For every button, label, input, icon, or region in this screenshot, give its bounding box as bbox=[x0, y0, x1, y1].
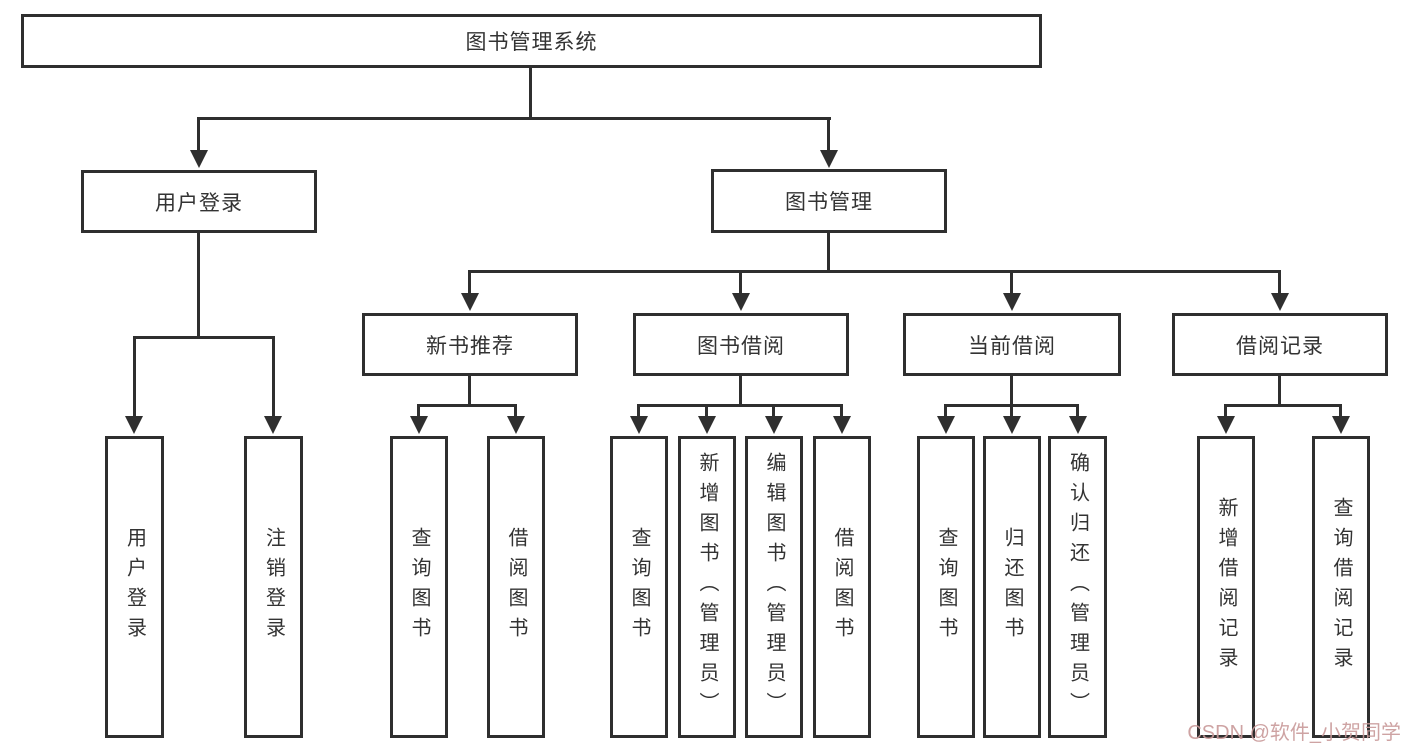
connector-line bbox=[637, 404, 842, 407]
connector-line bbox=[772, 404, 775, 418]
node-user-login: 用户登录 bbox=[81, 170, 317, 233]
connector-line bbox=[417, 404, 517, 407]
arrow-down-icon bbox=[410, 416, 428, 434]
connector-line bbox=[417, 404, 420, 418]
node-current-borrow: 当前借阅 bbox=[903, 313, 1121, 376]
arrow-down-icon bbox=[820, 150, 838, 168]
connector-line bbox=[705, 404, 708, 418]
leaf-records-add-record: 新增借阅记录 bbox=[1197, 436, 1255, 738]
node-book-management-label: 图书管理 bbox=[785, 191, 873, 214]
node-borrow-records-label: 借阅记录 bbox=[1236, 334, 1324, 358]
watermark: CSDN @软件_小贺同学 bbox=[1187, 722, 1401, 744]
arrow-down-icon bbox=[190, 150, 208, 168]
leaf-recommend-query-books-label: 查询图书 bbox=[408, 527, 430, 647]
node-borrow-records: 借阅记录 bbox=[1172, 313, 1388, 376]
arrow-down-icon bbox=[698, 416, 716, 434]
connector-line bbox=[739, 376, 742, 407]
connector-line bbox=[272, 336, 275, 417]
connector-line bbox=[840, 404, 843, 418]
connector-line bbox=[197, 233, 200, 339]
leaf-recommend-borrow-books: 借阅图书 bbox=[487, 436, 545, 738]
leaf-borrow-edit-books-admin: 编辑图书（管理员） bbox=[745, 436, 803, 738]
leaf-current-query-books-label: 查询图书 bbox=[935, 527, 957, 647]
connector-line bbox=[1010, 376, 1013, 407]
connector-line bbox=[1010, 404, 1013, 418]
node-book-borrow-label: 图书借阅 bbox=[697, 334, 785, 358]
arrow-down-icon bbox=[1332, 416, 1350, 434]
connector-line bbox=[1224, 404, 1342, 407]
connector-line bbox=[468, 270, 1281, 273]
connector-line bbox=[1076, 404, 1079, 418]
connector-line bbox=[197, 117, 200, 152]
connector-line bbox=[529, 68, 532, 120]
arrow-down-icon bbox=[507, 416, 525, 434]
node-book-borrow: 图书借阅 bbox=[633, 313, 849, 376]
arrow-down-icon bbox=[732, 293, 750, 311]
arrow-down-icon bbox=[765, 416, 783, 434]
arrow-down-icon bbox=[1069, 416, 1087, 434]
node-root-label: 图书管理系统 bbox=[465, 31, 598, 54]
leaf-logout-label: 注销登录 bbox=[262, 527, 285, 647]
arrow-down-icon bbox=[937, 416, 955, 434]
leaf-recommend-query-books: 查询图书 bbox=[390, 436, 448, 738]
leaf-user-login-label: 用户登录 bbox=[123, 527, 146, 647]
connector-line bbox=[514, 404, 517, 418]
connector-line bbox=[133, 336, 136, 417]
node-new-book-recommend: 新书推荐 bbox=[362, 313, 578, 376]
arrow-down-icon bbox=[1003, 416, 1021, 434]
leaf-records-query-record: 查询借阅记录 bbox=[1312, 436, 1370, 738]
node-book-management: 图书管理 bbox=[711, 169, 947, 233]
node-user-login-label: 用户登录 bbox=[155, 191, 243, 215]
leaf-recommend-borrow-books-label: 借阅图书 bbox=[505, 527, 527, 647]
leaf-borrow-borrow-books: 借阅图书 bbox=[813, 436, 871, 738]
node-new-book-recommend-label: 新书推荐 bbox=[426, 334, 514, 358]
connector-line bbox=[1010, 270, 1013, 296]
node-current-borrow-label: 当前借阅 bbox=[968, 334, 1056, 358]
leaf-user-login: 用户登录 bbox=[105, 436, 164, 738]
arrow-down-icon bbox=[833, 416, 851, 434]
leaf-current-confirm-return-admin-label: 确认归还（管理员） bbox=[1066, 452, 1089, 722]
connector-line bbox=[1278, 376, 1281, 407]
connector-line bbox=[827, 233, 830, 273]
leaf-borrow-edit-books-admin-label: 编辑图书（管理员） bbox=[763, 452, 785, 722]
leaf-records-add-record-label: 新增借阅记录 bbox=[1215, 497, 1237, 677]
connector-line bbox=[739, 270, 742, 296]
leaf-records-query-record-label: 查询借阅记录 bbox=[1330, 497, 1352, 677]
leaf-borrow-query-books: 查询图书 bbox=[610, 436, 668, 738]
arrow-down-icon bbox=[1217, 416, 1235, 434]
leaf-borrow-query-books-label: 查询图书 bbox=[628, 527, 650, 647]
node-root: 图书管理系统 bbox=[21, 14, 1042, 68]
connector-line bbox=[1224, 404, 1227, 418]
connector-line bbox=[827, 117, 830, 152]
connector-line bbox=[197, 117, 831, 120]
leaf-borrow-borrow-books-label: 借阅图书 bbox=[831, 527, 853, 647]
arrow-down-icon bbox=[1003, 293, 1021, 311]
connector-line bbox=[468, 376, 471, 407]
leaf-current-return-books: 归还图书 bbox=[983, 436, 1041, 738]
connector-line bbox=[468, 270, 471, 296]
connector-line bbox=[133, 336, 274, 339]
connector-line bbox=[944, 404, 947, 418]
connector-line bbox=[1278, 270, 1281, 296]
leaf-current-confirm-return-admin: 确认归还（管理员） bbox=[1048, 436, 1107, 738]
arrow-down-icon bbox=[264, 416, 282, 434]
arrow-down-icon bbox=[1271, 293, 1289, 311]
leaf-borrow-add-books-admin-label: 新增图书（管理员） bbox=[696, 452, 718, 722]
arrow-down-icon bbox=[630, 416, 648, 434]
leaf-current-query-books: 查询图书 bbox=[917, 436, 975, 738]
arrow-down-icon bbox=[461, 293, 479, 311]
leaf-current-return-books-label: 归还图书 bbox=[1001, 527, 1023, 647]
arrow-down-icon bbox=[125, 416, 143, 434]
connector-line bbox=[1339, 404, 1342, 418]
connector-line bbox=[637, 404, 640, 418]
leaf-logout: 注销登录 bbox=[244, 436, 303, 738]
leaf-borrow-add-books-admin: 新增图书（管理员） bbox=[678, 436, 736, 738]
